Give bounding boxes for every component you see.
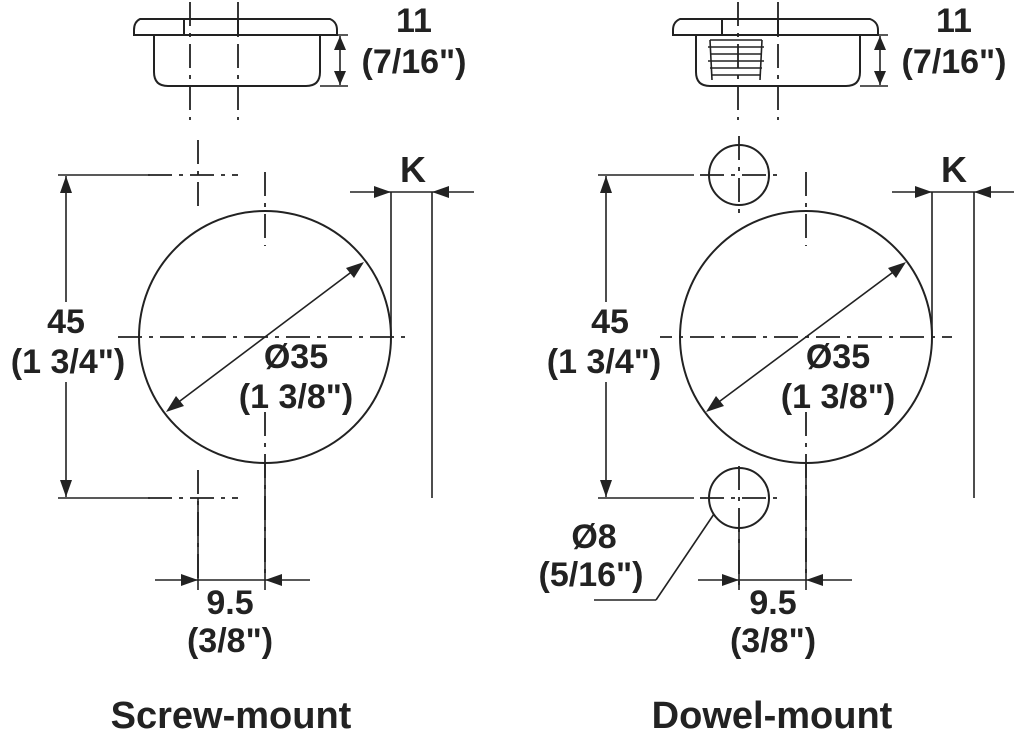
dowel-height-inch: (1 3/4"): [547, 343, 661, 381]
screw-k-label: K: [400, 149, 426, 190]
screw-depth-inch: (7/16"): [362, 43, 467, 81]
dowel-hole-diameter-inch: (5/16"): [539, 556, 644, 594]
dowel-diameter-inch: (1 3/8"): [781, 378, 895, 416]
dowel-mount-cup-profile: [672, 2, 888, 120]
screw-depth-value: 11: [396, 2, 432, 40]
dowel-mount-drawing: 11 (7/16") 45 (1 3/4") Ø35 (1 3/8"): [539, 2, 1014, 730]
screw-diameter-inch: (1 3/8"): [239, 378, 353, 416]
screw-mount-caption: Screw-mount: [111, 695, 352, 730]
dowel-depth-value: 11: [936, 2, 972, 40]
dowel-k-label: K: [941, 149, 967, 190]
screw-mount-cup-profile: [133, 2, 348, 120]
dowel-offset-value: 9.5: [749, 584, 796, 622]
screw-height-inch: (1 3/4"): [11, 343, 125, 381]
screw-mount-drawing: 11 (7/16") 45 (1 3/4") Ø35 (1 3/8"): [11, 2, 474, 730]
dowel-depth-inch: (7/16"): [902, 43, 1007, 81]
dowel-offset-inch: (3/8"): [730, 622, 816, 660]
dowel-height-value: 45: [591, 303, 629, 341]
screw-height-value: 45: [47, 303, 85, 341]
dowel-diameter-value: Ø35: [806, 338, 870, 376]
screw-offset-inch: (3/8"): [187, 622, 273, 660]
dowel-hole-diameter-value: Ø8: [571, 518, 616, 556]
dowel-mount-caption: Dowel-mount: [652, 695, 893, 730]
screw-diameter-value: Ø35: [264, 338, 328, 376]
screw-offset-value: 9.5: [206, 584, 253, 622]
